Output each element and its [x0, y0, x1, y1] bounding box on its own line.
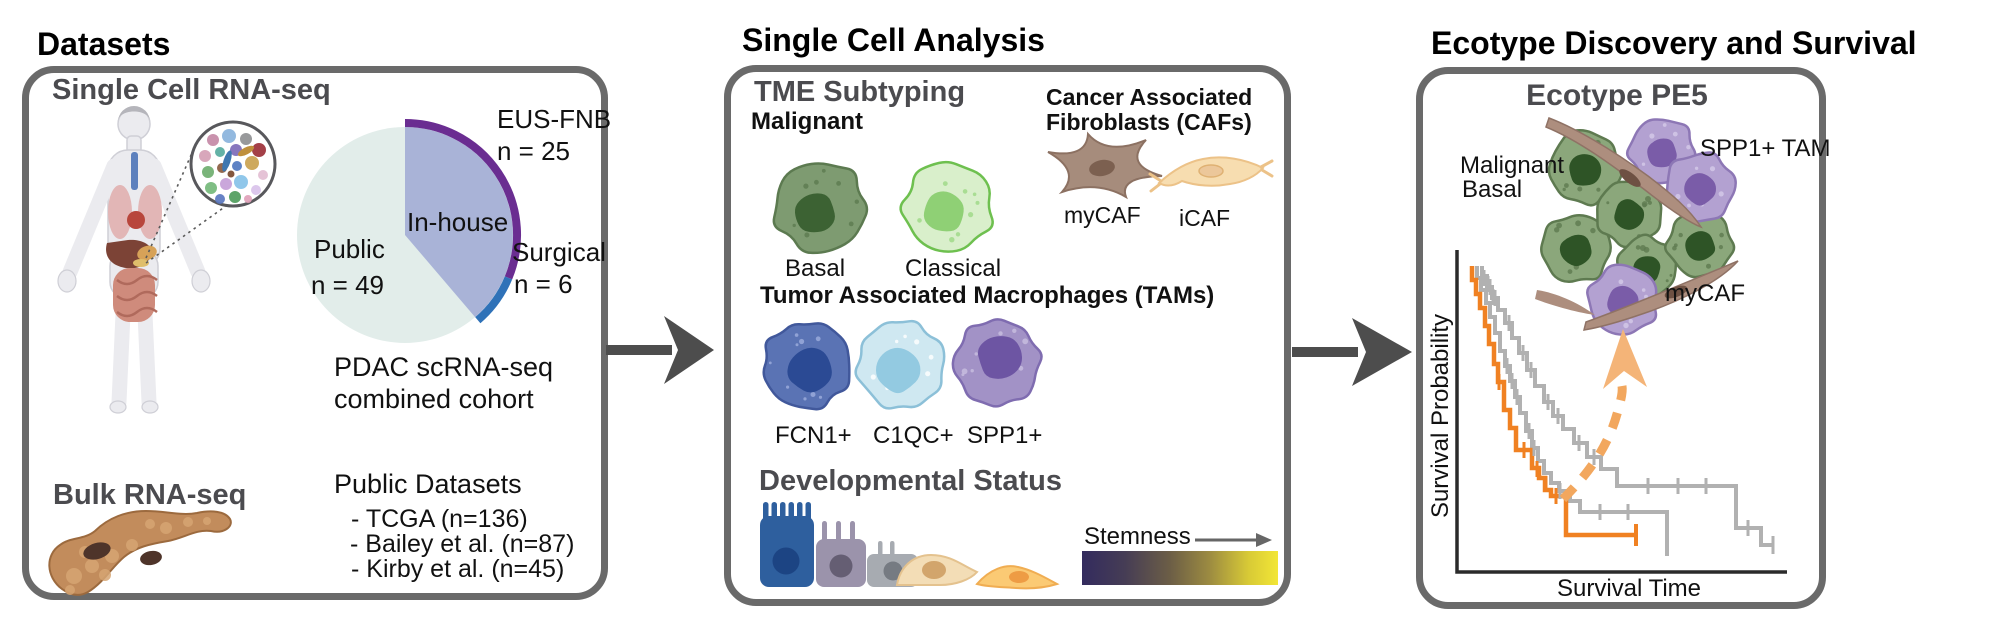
basal-cell-icon	[772, 162, 869, 255]
icaf-fibroblast-icon	[1148, 156, 1274, 193]
mixed-cells-icon	[199, 129, 268, 204]
caf-heading-line1: Cancer Associated	[1046, 84, 1253, 110]
stemness-arrow-icon	[1195, 533, 1272, 547]
plot-axes	[1455, 250, 1787, 574]
spp1-tam-icon	[951, 318, 1043, 408]
cohort-caption-line1: PDAC scRNA-seq	[334, 352, 554, 382]
pie-n-eus-fnb: n = 25	[497, 136, 571, 166]
cluster-mycaf-label: myCAF	[1665, 280, 1745, 307]
tam-heading: Tumor Associated Macrophages (TAMs)	[760, 282, 1215, 309]
organs-icon	[106, 152, 162, 322]
pie-arc-surgical	[475, 276, 513, 324]
public-datasets-heading: Public Datasets	[334, 469, 522, 499]
pie-label-eus-fnb: EUS-FNB	[497, 104, 612, 134]
survival-plot	[1455, 250, 1787, 574]
single-cell-rnaseq-heading: Single Cell RNA-seq	[52, 74, 331, 106]
pie-label-public: Public	[314, 234, 385, 264]
pie-label-surgical: Surgical	[512, 237, 606, 267]
worse-survival-arrowhead-icon	[1603, 329, 1647, 389]
survival-xlabel: Survival Time	[1556, 575, 1702, 603]
public-dataset-item: - Kirby et al. (n=45)	[351, 555, 565, 583]
differentiation-cells-icon	[760, 502, 1060, 590]
c1qc-tam-icon	[854, 319, 946, 410]
ecotype-pe5-heading: Ecotype PE5	[1526, 78, 1708, 112]
spp1-label: SPP1+	[967, 422, 1043, 449]
analysis-title: Single Cell Analysis	[742, 22, 1045, 58]
pie-arc-eus-fnb	[404, 119, 522, 280]
malignant-basal-cell-icon	[1664, 212, 1736, 279]
cohort-pie-chart	[297, 119, 522, 343]
human-body-icon	[57, 106, 277, 414]
survival-ylabel: Survival Probability	[1427, 313, 1455, 519]
arrow-right-icon	[1292, 318, 1412, 386]
datasets-title: Datasets	[37, 26, 171, 62]
cluster-malignant-label-line2: Basal	[1462, 176, 1523, 203]
callout-lines-icon	[145, 145, 227, 264]
cluster-spp1-tam-label: SPP1+ TAM	[1700, 135, 1831, 162]
mycaf-strands-icon	[1535, 117, 1739, 331]
pie-label-in-house: In-house	[407, 207, 509, 237]
mycaf-label: myCAF	[1064, 202, 1141, 228]
icaf-label: iCAF	[1179, 205, 1231, 231]
malignant-basal-cell-icon	[1596, 179, 1663, 249]
spp1-tam-cell-icon	[1665, 151, 1737, 223]
km-curve-gray-2	[1480, 266, 1774, 547]
bulk-rnaseq-heading: Bulk RNA-seq	[53, 479, 247, 511]
fcn1-label: FCN1+	[775, 422, 852, 449]
classical-cell-label: Classical	[905, 255, 1002, 282]
c1qc-label: C1QC+	[873, 422, 954, 449]
worse-survival-arrow-icon	[1559, 385, 1627, 503]
fcn1-tam-icon	[762, 322, 851, 411]
cluster-malignant-label-line1: Malignant	[1460, 152, 1565, 179]
classical-cell-icon	[899, 160, 994, 253]
mycaf-fibroblast-icon	[1047, 131, 1163, 200]
pie-n-public: n = 49	[311, 270, 385, 300]
caf-heading-line2: Fibroblasts (CAFs)	[1046, 109, 1252, 135]
developmental-status-heading: Developmental Status	[759, 465, 1062, 497]
public-dataset-item: - TCGA (n=136)	[351, 505, 528, 533]
cohort-caption-line2: combined cohort	[334, 384, 534, 414]
pie-slice-in-house	[405, 127, 513, 318]
basal-cell-label: Basal	[785, 255, 846, 282]
malignant-heading: Malignant	[751, 108, 863, 135]
malignant-basal-cell-icon	[1540, 213, 1612, 284]
hair-icon	[118, 106, 150, 122]
arrow-right-icon	[606, 316, 714, 384]
pie-n-surgical: n = 6	[514, 269, 573, 299]
public-dataset-item: - Bailey et al. (n=87)	[350, 530, 575, 558]
pancreas-icon	[48, 509, 232, 596]
ecotype-title: Ecotype Discovery and Survival	[1431, 25, 1917, 61]
tme-subtyping-heading: TME Subtyping	[754, 76, 966, 108]
stemness-gradient-bar	[1082, 551, 1278, 585]
stemness-label: Stemness	[1084, 523, 1191, 550]
